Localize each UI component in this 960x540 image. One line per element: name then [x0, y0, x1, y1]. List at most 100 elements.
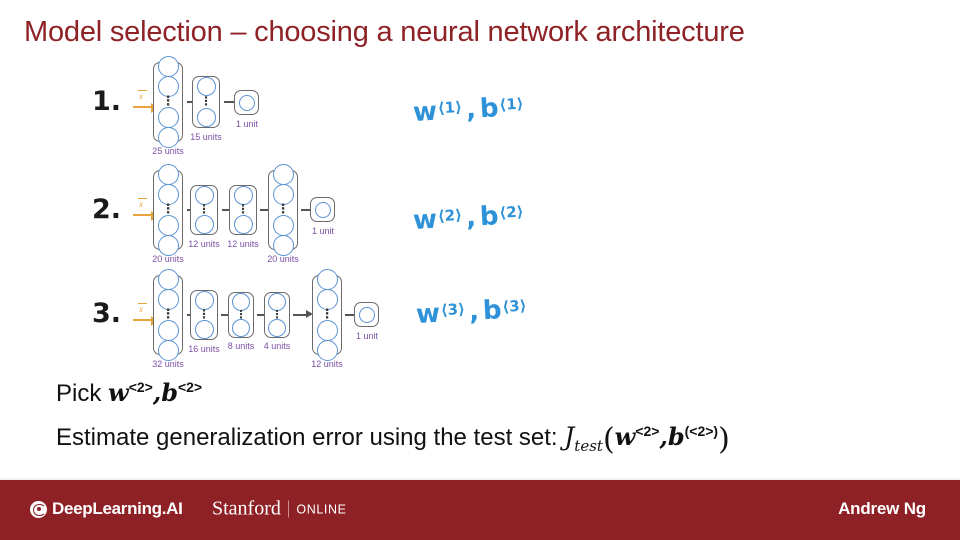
node	[157, 56, 179, 78]
arrow-shaft	[293, 313, 307, 316]
arrow-shaft	[221, 313, 234, 316]
ellipsis-vertical: ⋮	[161, 306, 175, 322]
node	[316, 289, 338, 311]
node	[268, 319, 286, 338]
b-symbol-2: b	[479, 201, 501, 233]
b-symbol-1: b	[479, 93, 501, 125]
layer-label-4-units: 4 units	[263, 341, 291, 351]
cost-function-subscript: test	[574, 436, 603, 455]
cost-function-symbol: J	[564, 422, 575, 451]
arrow-head	[306, 310, 313, 318]
ellipsis-vertical: ⋮	[320, 306, 334, 322]
layer-label-32-units: 32 units	[152, 359, 184, 369]
ellipsis-vertical: ⋮	[271, 307, 283, 321]
layer-label-15-units: 15 units	[190, 132, 222, 142]
node	[314, 201, 331, 218]
node	[194, 291, 214, 311]
input-label-3: x	[139, 304, 143, 314]
pick-w-symbol: w	[108, 378, 129, 407]
pick-comma: ,	[152, 378, 162, 407]
node	[196, 107, 216, 127]
w-superscript-1: ⟨1⟩	[437, 97, 463, 118]
node	[157, 164, 179, 186]
model-number-1: 1.	[92, 86, 122, 117]
node	[194, 214, 214, 234]
node	[358, 306, 375, 323]
node	[233, 186, 253, 206]
node	[157, 76, 179, 98]
layer-box-15-units: ⋮	[192, 76, 220, 128]
b-symbol-3: b	[482, 295, 504, 327]
stanford-online-logo: Stanford ONLINE	[212, 498, 347, 521]
layer-box-12-units-a: ⋮	[190, 185, 218, 235]
node	[157, 234, 179, 256]
node	[194, 319, 214, 339]
author-name: Andrew Ng	[838, 499, 926, 518]
layer-box-1-unit	[234, 90, 259, 115]
arrow-shaft	[345, 313, 359, 316]
node	[316, 269, 338, 291]
x-bar-2	[138, 198, 147, 199]
layer-label-1-unit: 1 unit	[311, 226, 335, 236]
ellipsis-vertical: ⋮	[235, 307, 247, 321]
b-superscript-3: ⟨3⟩	[501, 296, 528, 316]
node	[233, 214, 253, 234]
node	[157, 289, 179, 311]
logo-divider	[287, 500, 290, 518]
ellipsis-vertical: ⋮	[161, 201, 175, 217]
ellipsis-vertical: ⋮	[161, 93, 175, 109]
pick-w-superscript: <2>	[128, 379, 153, 395]
footer-bar: DeepLearning.AI Stanford ONLINE Andrew N…	[0, 478, 960, 540]
layer-box-25-units: ⋮	[153, 56, 183, 148]
layer-box-16-units: ⋮	[190, 290, 218, 340]
x-bar-1	[138, 90, 147, 91]
deeplearning-ai-logo: DeepLearning.AI	[30, 499, 183, 519]
ellipsis-vertical: ⋮	[237, 202, 249, 217]
layer-label-1-unit: 1 unit	[235, 119, 259, 129]
node	[157, 214, 179, 236]
layer-box-20-units-a: ⋮	[153, 164, 183, 256]
annotation-comma-2: ,	[465, 202, 477, 234]
annotation-comma-1: ,	[465, 94, 477, 126]
layer-box-1-unit	[310, 197, 335, 222]
input-label-2: x	[139, 199, 143, 209]
page-title: Model selection – choosing a neural netw…	[24, 16, 745, 48]
est-w-superscript: <2>	[635, 423, 660, 439]
layer-label-20-units-a: 20 units	[152, 254, 184, 264]
x-bar-3	[138, 303, 147, 304]
node	[157, 269, 179, 291]
annotation-comma-3: ,	[468, 296, 480, 328]
spiral-icon	[30, 500, 47, 518]
w-symbol-3: w	[415, 298, 442, 330]
pick-statement: Pick w<2>,b<2>	[56, 378, 202, 408]
w-symbol-2: w	[412, 204, 439, 236]
node	[268, 292, 286, 311]
est-b-symbol: b	[667, 422, 685, 451]
connector-arrow	[293, 310, 313, 319]
node	[316, 339, 338, 361]
node	[232, 319, 250, 338]
node	[238, 94, 255, 111]
node	[272, 164, 294, 186]
pick-b-symbol: b	[161, 378, 178, 407]
annotation-params-2: w⟨2⟩,b⟨2⟩	[412, 200, 524, 236]
arrow-shaft-2	[133, 214, 152, 216]
b-superscript-2: ⟨2⟩	[498, 202, 525, 222]
node	[194, 186, 214, 206]
est-w-symbol: w	[614, 422, 636, 451]
close-paren: )	[718, 422, 730, 457]
layer-label-16-units: 16 units	[188, 344, 220, 354]
w-superscript-2: ⟨2⟩	[437, 205, 463, 226]
ellipsis-vertical: ⋮	[198, 202, 210, 217]
pick-prefix: Pick	[56, 380, 109, 407]
est-b-superscript: (<2>)	[684, 423, 719, 439]
ellipsis-vertical: ⋮	[200, 94, 212, 109]
ellipsis-vertical: ⋮	[198, 307, 210, 322]
layer-box-12-units-b: ⋮	[229, 185, 257, 235]
layer-box-4-units: ⋮	[264, 292, 290, 338]
est-comma: ,	[659, 422, 668, 451]
estimate-statement: Estimate generalization error using the …	[56, 422, 730, 457]
node	[157, 126, 179, 148]
pick-b-superscript: <2>	[177, 379, 203, 395]
